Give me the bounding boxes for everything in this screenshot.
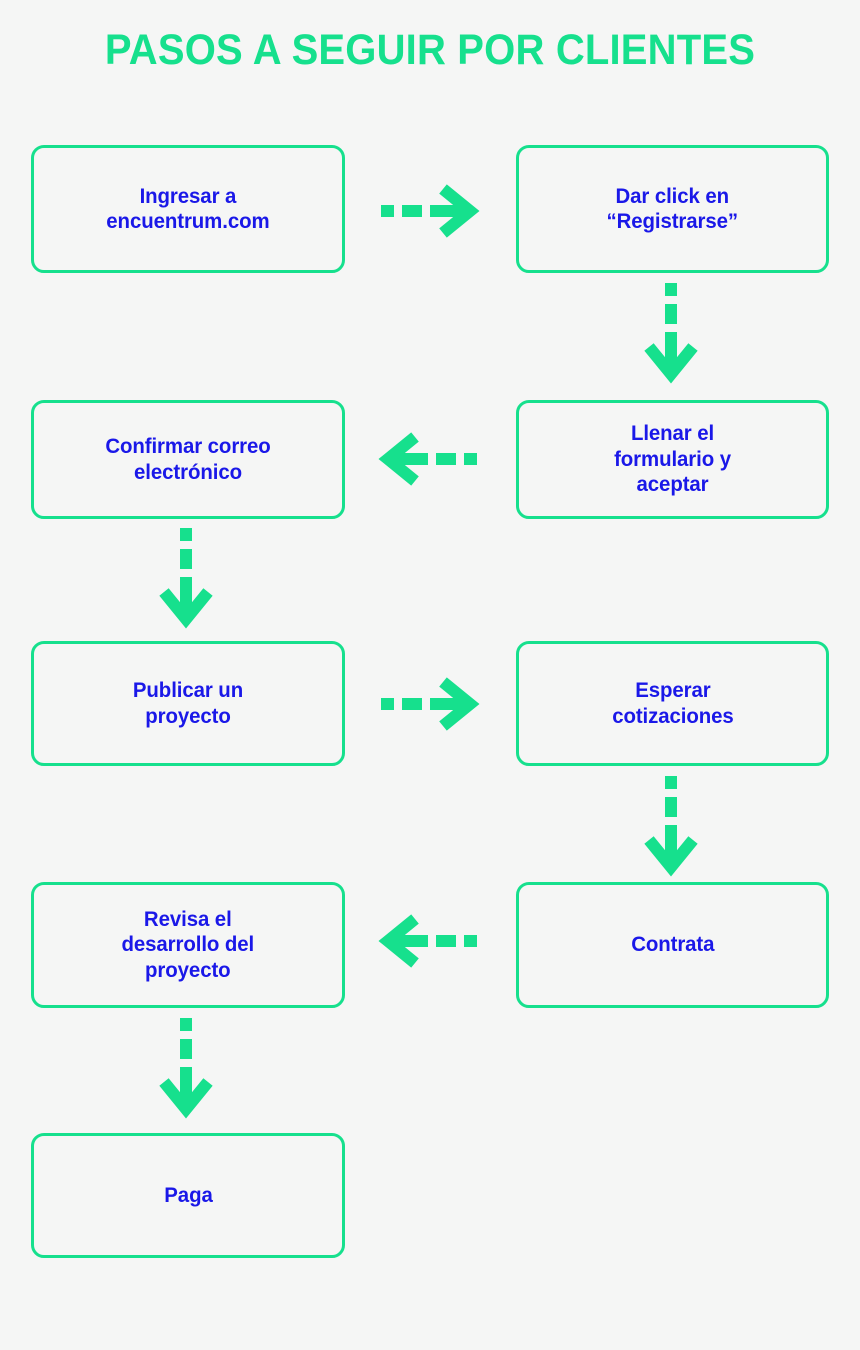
arrow-down-icon — [644, 283, 698, 384]
arrow-down-icon — [644, 776, 698, 877]
flow-step-box-7[interactable]: Contrata — [516, 882, 829, 1008]
flow-step-box-5[interactable]: Publicar un proyecto — [31, 641, 345, 766]
arrow-down-icon — [159, 528, 213, 629]
flow-step-box-3[interactable]: Llenar el formulario y aceptar — [516, 400, 829, 519]
flow-step-label-7: Contrata — [630, 932, 715, 957]
flow-step-box-1[interactable]: Ingresar a encuentrum.com — [31, 145, 345, 273]
flow-step-box-6[interactable]: Esperar cotizaciones — [516, 641, 829, 766]
flow-step-box-2[interactable]: Dar click en “Registrarse” — [516, 145, 829, 273]
flow-step-label-2: Dar click en “Registrarse” — [606, 183, 739, 233]
arrow-left-icon — [378, 914, 477, 968]
arrow-down-icon — [159, 1018, 213, 1119]
flow-step-label-1: Ingresar a encuentrum.com — [106, 183, 270, 233]
page-title: PASOS A SEGUIR POR CLIENTES — [104, 26, 756, 74]
arrow-left-icon — [378, 432, 477, 486]
flow-step-label-4: Confirmar correo electrónico — [105, 434, 271, 484]
flow-step-box-9[interactable]: Paga — [31, 1133, 345, 1258]
arrow-right-icon — [381, 677, 480, 731]
flow-step-box-4[interactable]: Confirmar correo electrónico — [31, 400, 345, 519]
flow-step-label-8: Revisa el desarrollo del proyecto — [121, 906, 255, 982]
flow-step-label-3: Llenar el formulario y aceptar — [614, 421, 731, 497]
arrow-right-icon — [381, 184, 480, 238]
flow-step-label-5: Publicar un proyecto — [132, 678, 244, 728]
flow-step-label-6: Esperar cotizaciones — [611, 678, 734, 728]
flow-step-label-9: Paga — [163, 1182, 213, 1207]
flow-step-box-8[interactable]: Revisa el desarrollo del proyecto — [31, 882, 345, 1008]
